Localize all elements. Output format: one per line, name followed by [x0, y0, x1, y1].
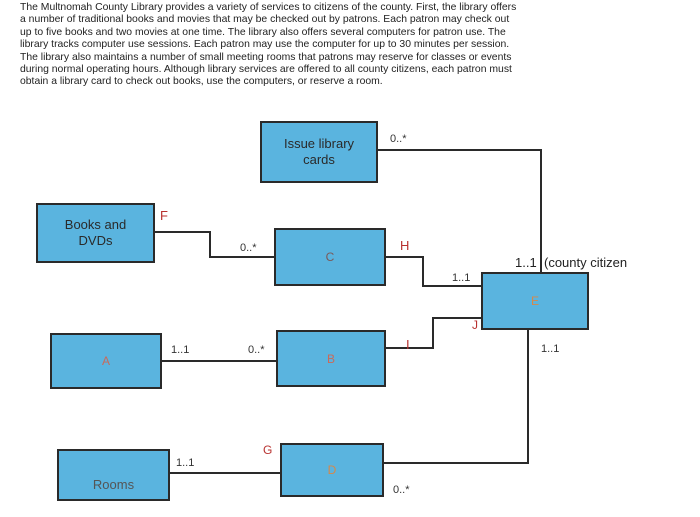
cardinality-c-right: 1..1: [452, 272, 471, 284]
entity-label: D: [327, 463, 337, 477]
entity-issue-library-cards: Issue library cards: [260, 121, 378, 183]
line-books-to-c: [155, 231, 274, 258]
entity-c: C: [274, 228, 386, 286]
cardinality-a-right: 1..1: [171, 344, 190, 356]
line-c-to-e: [386, 256, 481, 287]
entity-label: Issue library: [283, 136, 355, 151]
entity-label: E: [530, 294, 539, 308]
paragraph-line: up to five books and two movies at one t…: [20, 26, 506, 38]
relationship-label-i: I: [406, 337, 410, 352]
entity-books-and-dvds: Books and DVDs: [36, 203, 155, 263]
cardinality-b-left: 0..*: [248, 344, 265, 356]
relationship-label-h: H: [400, 238, 410, 253]
entity-label: cards: [303, 152, 335, 167]
entity-rooms: Rooms: [57, 449, 170, 501]
entity-label: B: [326, 351, 335, 366]
cardinality-issue-cards: 0..*: [390, 133, 407, 145]
entity-b: B: [276, 330, 386, 387]
relationship-label-g: G: [263, 443, 273, 457]
cardinality-rooms-right: 1..1: [176, 457, 195, 469]
entity-label: A: [101, 354, 110, 368]
entity-label: DVDs: [78, 233, 113, 248]
cardinality-e-top: 1..1: [515, 255, 537, 270]
line-b-to-e: [386, 317, 481, 349]
paragraph-line: obtain a library card to check out books…: [20, 76, 383, 88]
paragraph-line: library tracks computer use sessions. Ea…: [20, 39, 510, 51]
paragraph-line: during normal operating hours. Although …: [20, 64, 512, 76]
entity-label: C: [325, 250, 335, 264]
entity-label: Books and: [64, 217, 127, 232]
entity-a: A: [50, 333, 162, 389]
entity-e: E: [481, 272, 589, 330]
entity-label: Rooms: [92, 477, 135, 492]
entity-d: D: [280, 443, 384, 497]
paragraph-line: a number of traditional books and movies…: [20, 14, 510, 26]
line-issue-to-e: [378, 149, 542, 272]
cardinality-c-left: 0..*: [240, 242, 257, 254]
problem-paragraph: The Multnomah County Library provides a …: [20, 2, 595, 89]
paragraph-line: The library also maintains a number of s…: [20, 51, 512, 63]
relationship-label-f: F: [160, 208, 168, 223]
cardinality-e-bottom: 1..1: [541, 343, 560, 355]
paragraph-line: The Multnomah County Library provides a …: [20, 2, 517, 13]
relationship-label-j: J: [472, 318, 478, 332]
annotation-county-citizen: (county citizen: [544, 255, 628, 270]
cardinality-d-bottom: 0..*: [393, 484, 410, 496]
line-d-to-e: [384, 330, 529, 464]
